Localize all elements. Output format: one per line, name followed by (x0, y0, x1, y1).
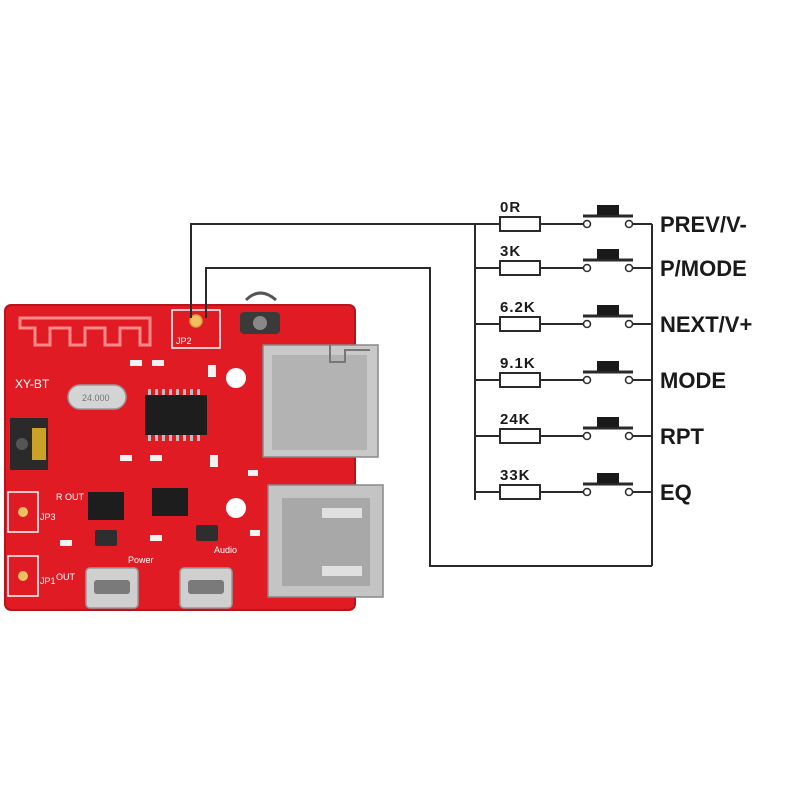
svg-text:Audio: Audio (214, 545, 237, 555)
svg-text:JP1: JP1 (40, 576, 56, 586)
amp-chip-right (152, 488, 188, 516)
resistor-body (499, 428, 541, 444)
button-function-label: MODE (660, 368, 726, 393)
smd-components (60, 360, 260, 546)
button-row: 33K EQ (475, 467, 692, 505)
button-contact (582, 487, 592, 497)
push-button[interactable] (597, 205, 619, 215)
button-function-label: PREV/V- (660, 212, 747, 237)
button-row: 6.2K NEXT/V+ (475, 299, 752, 337)
button-contact (582, 375, 592, 385)
micro-usb-audio: Audio (179, 545, 237, 609)
resistor-label: 0R (500, 199, 521, 216)
main-ic-chip (145, 389, 207, 441)
wire-signal (205, 267, 652, 567)
amp-chip-left (88, 492, 124, 520)
antenna-trace (18, 316, 152, 347)
jp1-header: JP1 OUT (7, 555, 76, 597)
push-button[interactable] (597, 249, 619, 259)
button-rows: 0R PREV/V- 3K P/MODE 6.2K NEXT/V+ 9.1K MODE 24K R… (475, 199, 752, 505)
button-contact (582, 431, 592, 441)
pcb-board: JP2 XY-BT 24.000 (4, 291, 384, 611)
button-contact (582, 263, 592, 273)
crystal-oscillator: 24.000 (67, 384, 127, 410)
button-function-label: P/MODE (660, 256, 747, 281)
push-button[interactable] (597, 305, 619, 315)
button-function-label: EQ (660, 480, 692, 505)
micro-usb-power: Power (85, 555, 154, 609)
board-name: XY-BT (15, 377, 50, 391)
push-button[interactable] (597, 417, 619, 427)
resistor-label: 33K (500, 467, 531, 484)
jp2-label: JP2 (176, 336, 192, 346)
button-function-label: NEXT/V+ (660, 312, 752, 337)
resistor-body (499, 372, 541, 388)
button-row: 0R PREV/V- (475, 199, 747, 237)
resistor-label: 3K (500, 243, 521, 260)
push-button[interactable] (597, 361, 619, 371)
resistor-body (499, 260, 541, 276)
button-contact (582, 319, 592, 329)
resistor-body (499, 216, 541, 232)
mount-hole (226, 498, 246, 518)
resistor-label: 9.1K (500, 355, 536, 372)
jp2-header (171, 309, 221, 349)
button-contact (624, 487, 634, 497)
resistor-body (499, 484, 541, 500)
wiring (190, 223, 653, 567)
sd-card-slot (262, 344, 379, 458)
electrolytic-caps (95, 525, 218, 546)
button-function-label: RPT (660, 424, 705, 449)
wire-common-top (190, 223, 475, 318)
button-row: 3K P/MODE (475, 243, 747, 281)
resistor-label: 24K (500, 411, 531, 428)
jp3-header: JP3 R OUT (7, 491, 85, 533)
svg-text:24.000: 24.000 (82, 393, 110, 403)
button-contact (624, 375, 634, 385)
resistor-label: 6.2K (500, 299, 536, 316)
button-contact (624, 219, 634, 229)
audio-jack (10, 418, 48, 470)
svg-text:JP3: JP3 (40, 512, 56, 522)
push-button[interactable] (597, 473, 619, 483)
button-row: 9.1K MODE (475, 355, 726, 393)
svg-text:Power: Power (128, 555, 154, 565)
svg-text:OUT: OUT (56, 572, 76, 582)
button-contact (582, 219, 592, 229)
button-contact (624, 431, 634, 441)
resistor-body (499, 316, 541, 332)
mount-hole (226, 368, 246, 388)
button-contact (624, 319, 634, 329)
usb-a-port (267, 484, 384, 598)
button-contact (624, 263, 634, 273)
button-row: 24K RPT (475, 411, 705, 449)
svg-text:R OUT: R OUT (56, 492, 85, 502)
ir-receiver (240, 291, 280, 334)
